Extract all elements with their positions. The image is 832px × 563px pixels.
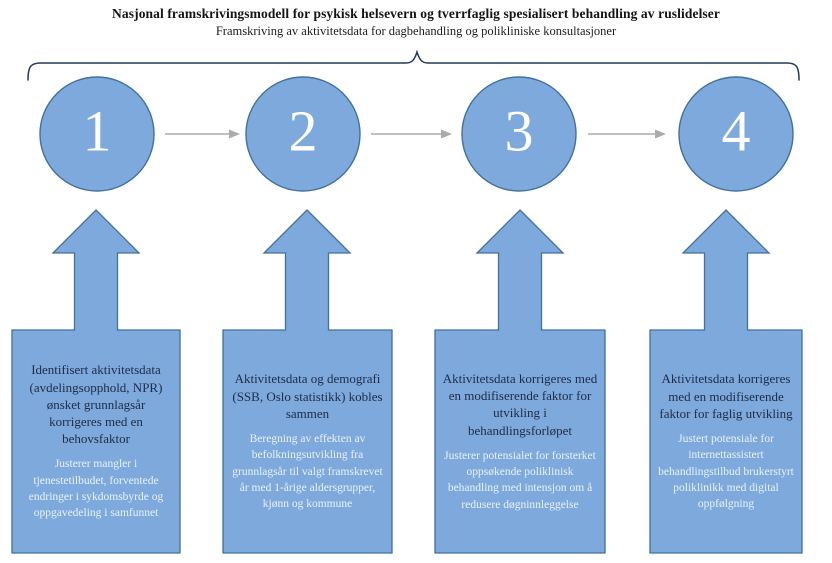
step-number-1: 1: [82, 98, 112, 164]
step-circle-1: [39, 76, 155, 192]
step-detail: Justert potensiale for internettassister…: [658, 432, 794, 511]
step-detail: Justerer potensialet for forsterket opps…: [444, 449, 596, 511]
step-heading: Aktivitetsdata korrigeres med en modifis…: [442, 371, 598, 438]
step-box-3: Aktivitetsdata korrigeres med en modifis…: [441, 331, 599, 552]
up-arrow-box-shape-1: [11, 209, 181, 554]
step-detail: Justerer mangler i tjenestetilbudet, for…: [28, 458, 164, 520]
step-heading: Aktivitetsdata korrigeres med en modifis…: [659, 371, 793, 421]
step-heading: Identifisert aktivitetsdata (avdelingsop…: [29, 362, 163, 447]
diagram-title: Nasjonal framskrivingsmodell for psykisk…: [112, 6, 720, 21]
step-circle-4: [678, 76, 794, 192]
right-arrow-icon: [165, 129, 240, 139]
up-arrow-box-shape-2: [222, 209, 393, 554]
step-number-2: 2: [288, 98, 318, 164]
up-arrow-box-shape-4: [649, 209, 803, 554]
right-arrow-icon: [371, 129, 452, 139]
right-arrow-icon: [588, 129, 666, 139]
step-heading: Aktivitetsdata og demografi (SSB, Oslo s…: [232, 371, 383, 421]
step-circle-3: [461, 76, 577, 192]
diagram-subtitle: Framskriving av aktivitetsdata for dagbe…: [215, 24, 617, 38]
step-box-1: Identifisert aktivitetsdata (avdelingsop…: [19, 331, 173, 552]
step-box-2: Aktivitetsdata og demografi (SSB, Oslo s…: [229, 331, 386, 552]
step-number-3: 3: [504, 98, 534, 164]
step-circle-2: [245, 76, 361, 192]
up-arrow-box-shape-3: [434, 209, 606, 554]
brace-top-icon: [27, 49, 800, 81]
step-number-4: 4: [721, 98, 751, 164]
step-detail: Beregning av effekten av befolkningsutvi…: [232, 432, 383, 511]
step-box-4: Aktivitetsdata korrigeres med en modifis…: [655, 331, 797, 552]
